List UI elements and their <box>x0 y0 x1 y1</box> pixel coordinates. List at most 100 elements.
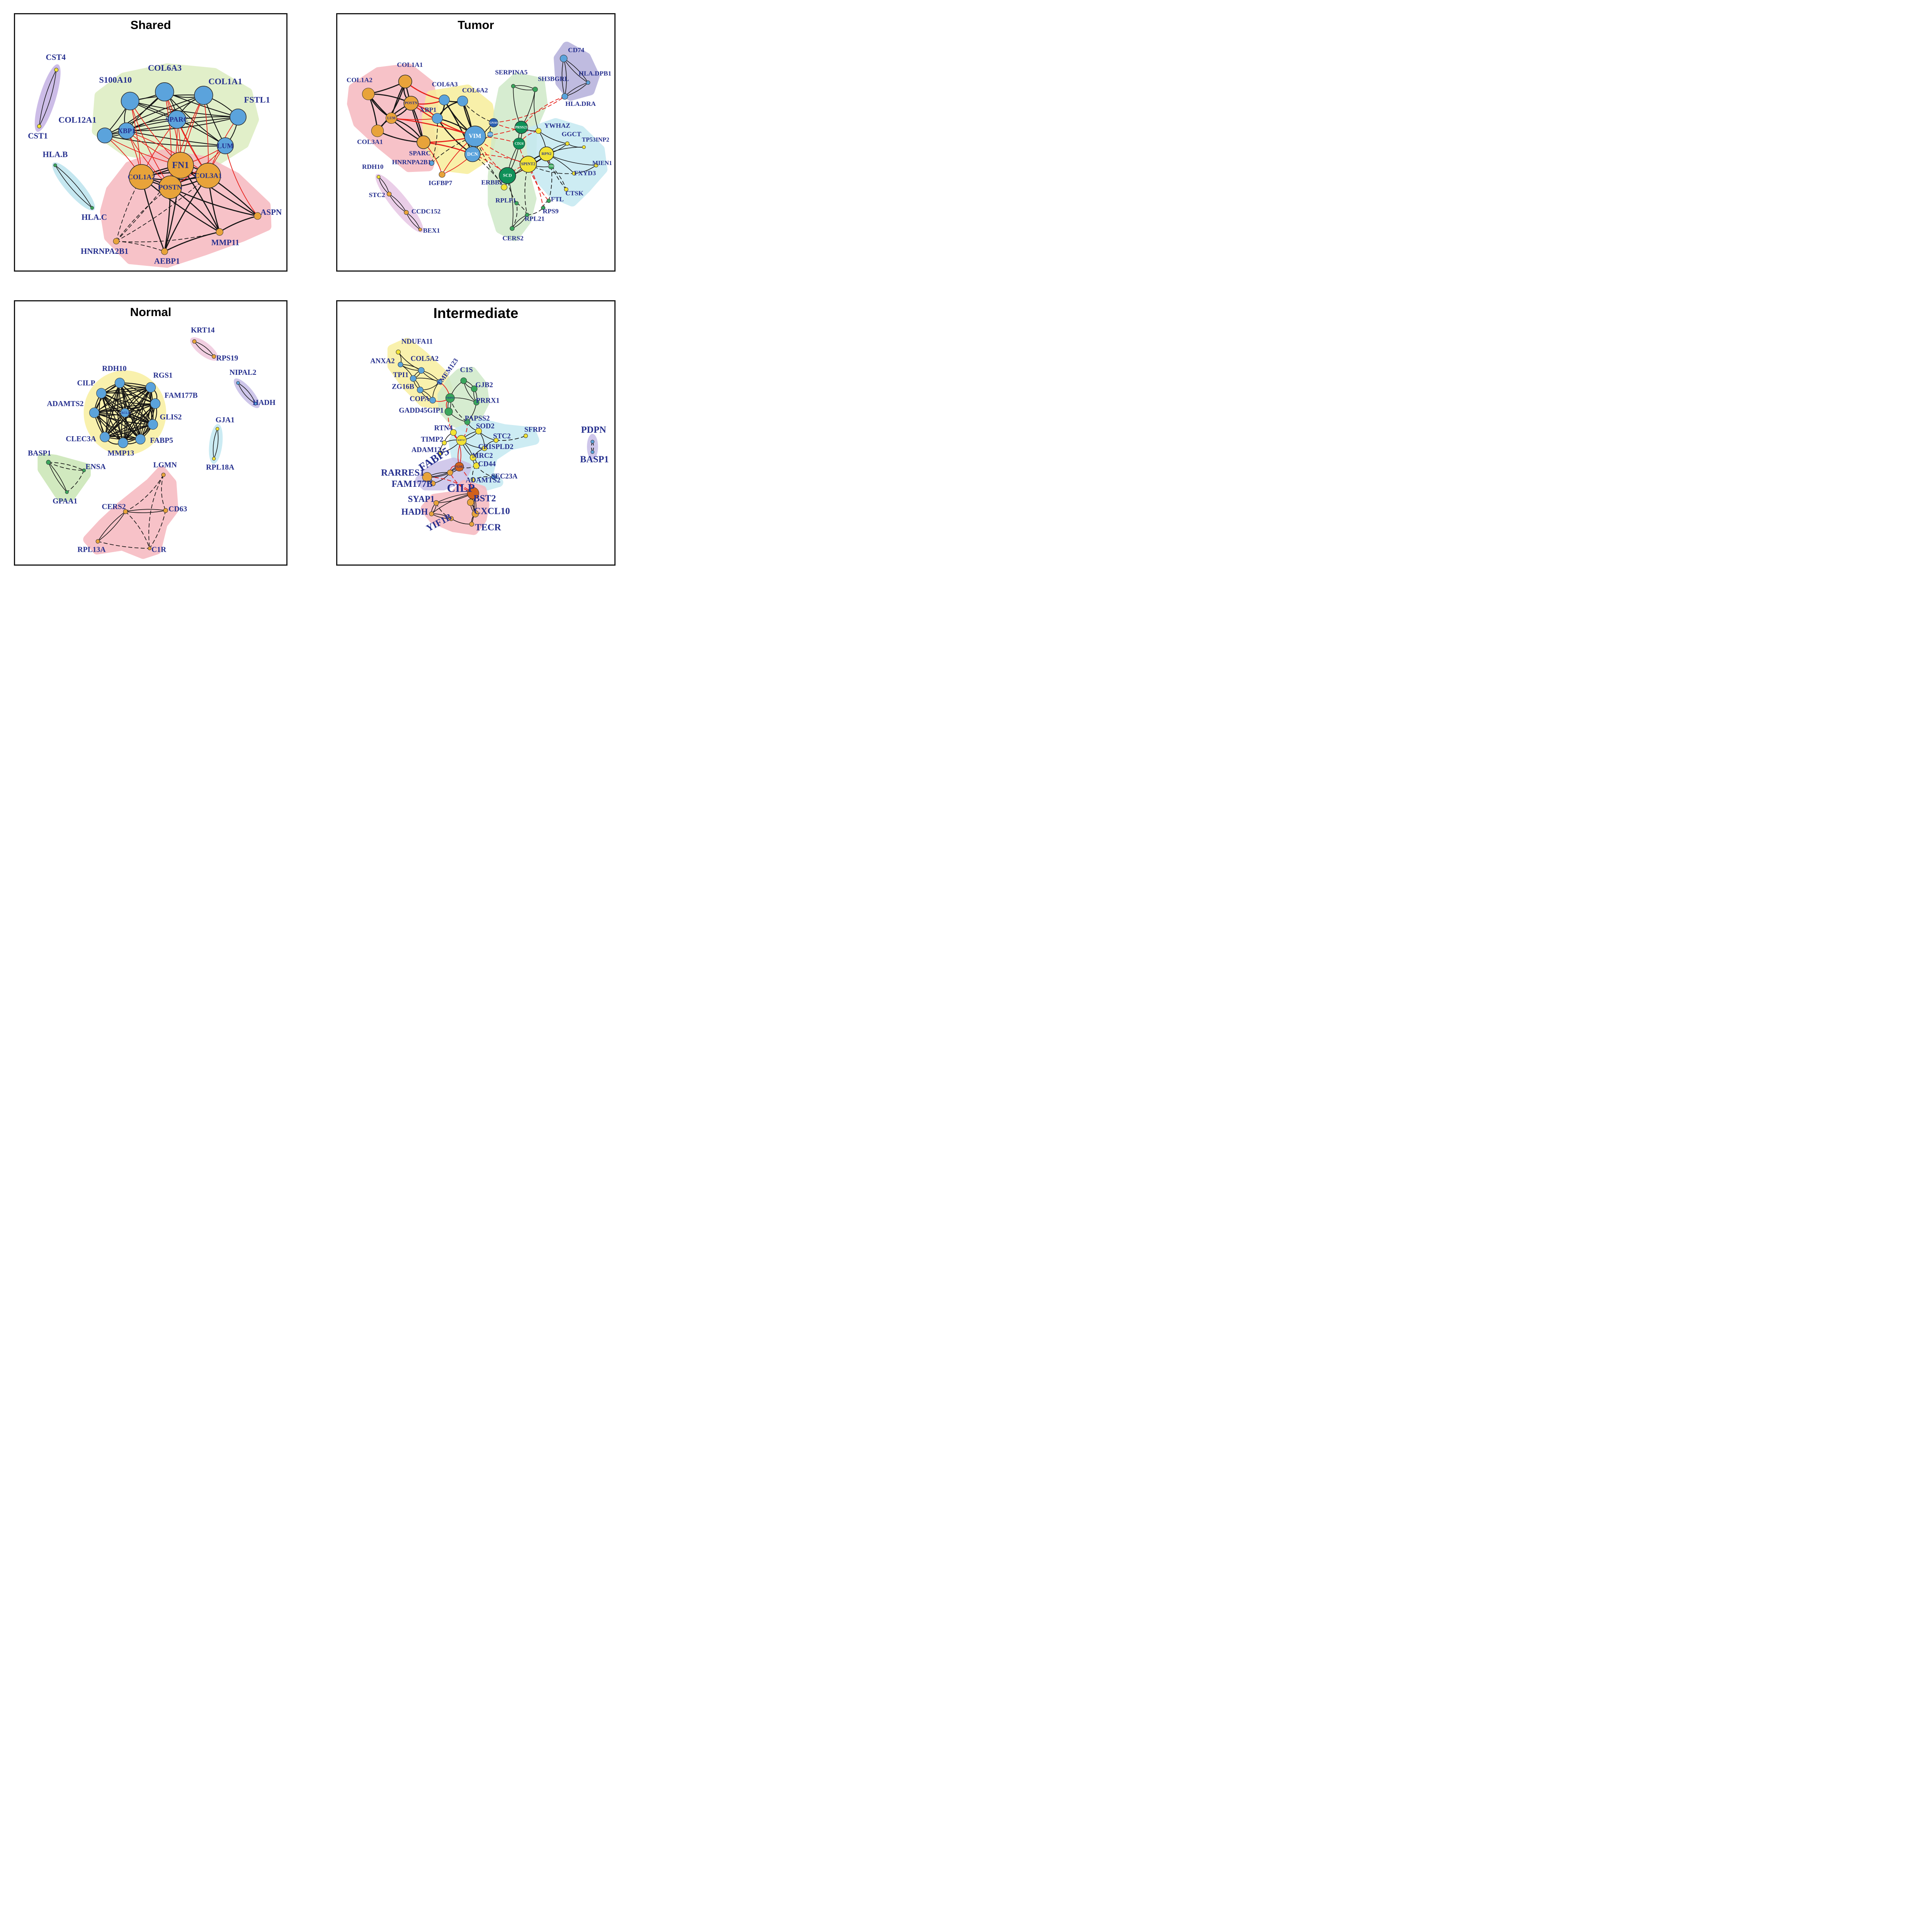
node-tumor-RPLP1 <box>514 201 519 206</box>
label-tumor-ERBB2: ERBB2 <box>481 179 502 186</box>
node-intermediate-RARRES1 <box>422 472 432 482</box>
hull-tumor-5 <box>375 174 423 233</box>
node-intermediate-MRC2 <box>469 454 476 461</box>
edge-ENSA-GPAA1 <box>66 470 85 493</box>
label-shared-COL1A2: COL1A2 <box>128 173 155 181</box>
label-intermediate-COPA: COPA <box>410 395 430 403</box>
label-normal-CLEC3A: CLEC3A <box>66 435 96 443</box>
edge-CD63-C1R <box>149 510 166 549</box>
node-tumor-COL6A3 <box>439 94 450 105</box>
node-intermediate-CD44 <box>473 462 480 469</box>
node-normal-GLIS2 <box>148 419 158 430</box>
node-shared-COL1A1 <box>194 86 213 105</box>
node-tumor-RPL21 <box>525 213 529 217</box>
edge-LGMN-CERS2 <box>125 474 164 512</box>
label-intermediate-RTN4: RTN4 <box>434 424 453 432</box>
node-intermediate-YIF1B <box>449 516 454 521</box>
edge-NIPAL2-HADH <box>238 383 256 404</box>
node-intermediate-CRISPLD2 <box>481 445 487 451</box>
edge-CERS2-RPL13A <box>97 511 126 542</box>
label-intermediate-BST2: BST2 <box>473 493 496 503</box>
hull-normal-3 <box>209 424 223 464</box>
edge-ASPN-MMP11 <box>219 215 258 233</box>
node-tumor-RPN2 <box>539 146 554 162</box>
label-shared-S100A10: S100A10 <box>99 75 132 85</box>
node-tumor-HLA.DRA <box>561 93 568 100</box>
label-tumor-FTL: FTL <box>551 196 564 203</box>
label-tumor-COL1A1: COL1A1 <box>397 61 423 68</box>
node-tumor-VIM <box>464 126 486 147</box>
label-intermediate-SYAP1: SYAP1 <box>408 494 435 504</box>
node-tumor-SPINT2 <box>519 156 537 173</box>
label-tumor-COL1A2: COL1A2 <box>347 77 372 84</box>
label-normal-CERS2: CERS2 <box>102 502 126 511</box>
edge-GLIS2-CLEC3A <box>104 424 153 438</box>
label-tumor-DCN: DCN <box>467 151 478 157</box>
node-tumor-GNAS <box>489 118 498 128</box>
node-shared-HNRNPA2B1 <box>113 238 120 245</box>
node-normal-RDH10 <box>114 377 125 388</box>
edge-GJA1-RPL18A <box>213 428 218 459</box>
label-shared-CST1: CST1 <box>28 131 48 140</box>
label-tumor-RDH10: RDH10 <box>362 163 383 170</box>
node-shared-COL1A2 <box>129 164 155 190</box>
node-tumor-TP53INP2 <box>582 145 586 149</box>
node-tumor-ERBB2 <box>501 184 507 190</box>
label-shared-AEBP1: AEBP1 <box>154 256 180 265</box>
node-tumor-STC2 <box>386 192 392 197</box>
label-tumor-RPL21: RPL21 <box>525 215 545 223</box>
node-intermediate-CILP <box>467 487 479 500</box>
label-tumor-SCD: SCD <box>503 173 512 178</box>
label-shared-COL6A3: COL6A3 <box>148 63 182 73</box>
label-tumor-RPN2: RPN2 <box>542 152 552 156</box>
node-normal-CXCL14 <box>120 408 129 418</box>
node-shared-FSTL1 <box>230 109 247 126</box>
label-normal-C1R: C1R <box>151 545 167 554</box>
label-shared-COL12A1: COL12A1 <box>58 115 97 125</box>
label-tumor-FXYD3: FXYD3 <box>574 170 596 177</box>
label-tumor-COL3A1: COL3A1 <box>357 138 383 146</box>
label-shared-XBP1: XBP1 <box>118 127 136 135</box>
node-intermediate-NDUFA11 <box>396 349 401 355</box>
node-normal-CILP <box>96 388 107 399</box>
label-tumor-SERPINA5: SERPINA5 <box>495 69 527 76</box>
edge-SPINT2-RPL21 <box>524 164 529 216</box>
node-intermediate-C1S <box>460 377 467 384</box>
node-tumor-HNRNPA2B1 <box>429 160 434 166</box>
edge-HNRNPA2B1-POSTN <box>116 187 171 242</box>
edge-CD74-HLA.DRA <box>563 58 567 97</box>
label-shared-LUM: LUM <box>217 142 234 150</box>
node-intermediate-PDPN <box>590 440 595 444</box>
node-intermediate-BST2 <box>467 499 474 506</box>
label-intermediate-SFRP2: SFRP2 <box>524 425 546 434</box>
edge-RDH10-GLIS2 <box>119 383 153 425</box>
edge-RGS1-MMP13 <box>122 387 151 444</box>
node-normal-RPL18A <box>212 457 216 461</box>
node-tumor-GGCT <box>565 141 570 146</box>
label-tumor-SPARC: SPARC <box>409 150 431 157</box>
label-normal-ENSA: ENSA <box>85 462 106 471</box>
label-tumor-COL6A3: COL6A3 <box>432 81 458 88</box>
label-shared-ASPN: ASPN <box>260 207 282 217</box>
label-normal-CILP: CILP <box>77 379 95 387</box>
edge-HLA.B-HLA.C <box>55 165 93 208</box>
node-normal-MMP13 <box>118 437 128 448</box>
label-tumor-GNAS: GNAS <box>489 121 498 124</box>
label-normal-GPAA1: GPAA1 <box>53 497 77 505</box>
label-shared-MMP11: MMP11 <box>211 238 240 247</box>
label-shared-FN1: FN1 <box>172 160 189 170</box>
label-intermediate-C1S: C1S <box>460 366 473 374</box>
node-tumor-COL1A1 <box>398 75 412 88</box>
edge-LUM-ASPN <box>225 145 258 216</box>
label-tumor-HLA.DPB1: HLA.DPB1 <box>579 70 612 77</box>
node-normal-CD63 <box>163 508 168 513</box>
edge-RGS1-CILP <box>101 387 151 394</box>
hull-shared-3 <box>52 162 95 211</box>
label-normal-CD63: CD63 <box>168 505 187 513</box>
edge-LGMN-C1R <box>148 474 164 549</box>
edge-HNRNPA2B1-COL3A1 <box>116 175 209 242</box>
node-tumor-FTH1 <box>548 163 554 170</box>
label-intermediate-TIMP2: TIMP2 <box>421 435 443 444</box>
